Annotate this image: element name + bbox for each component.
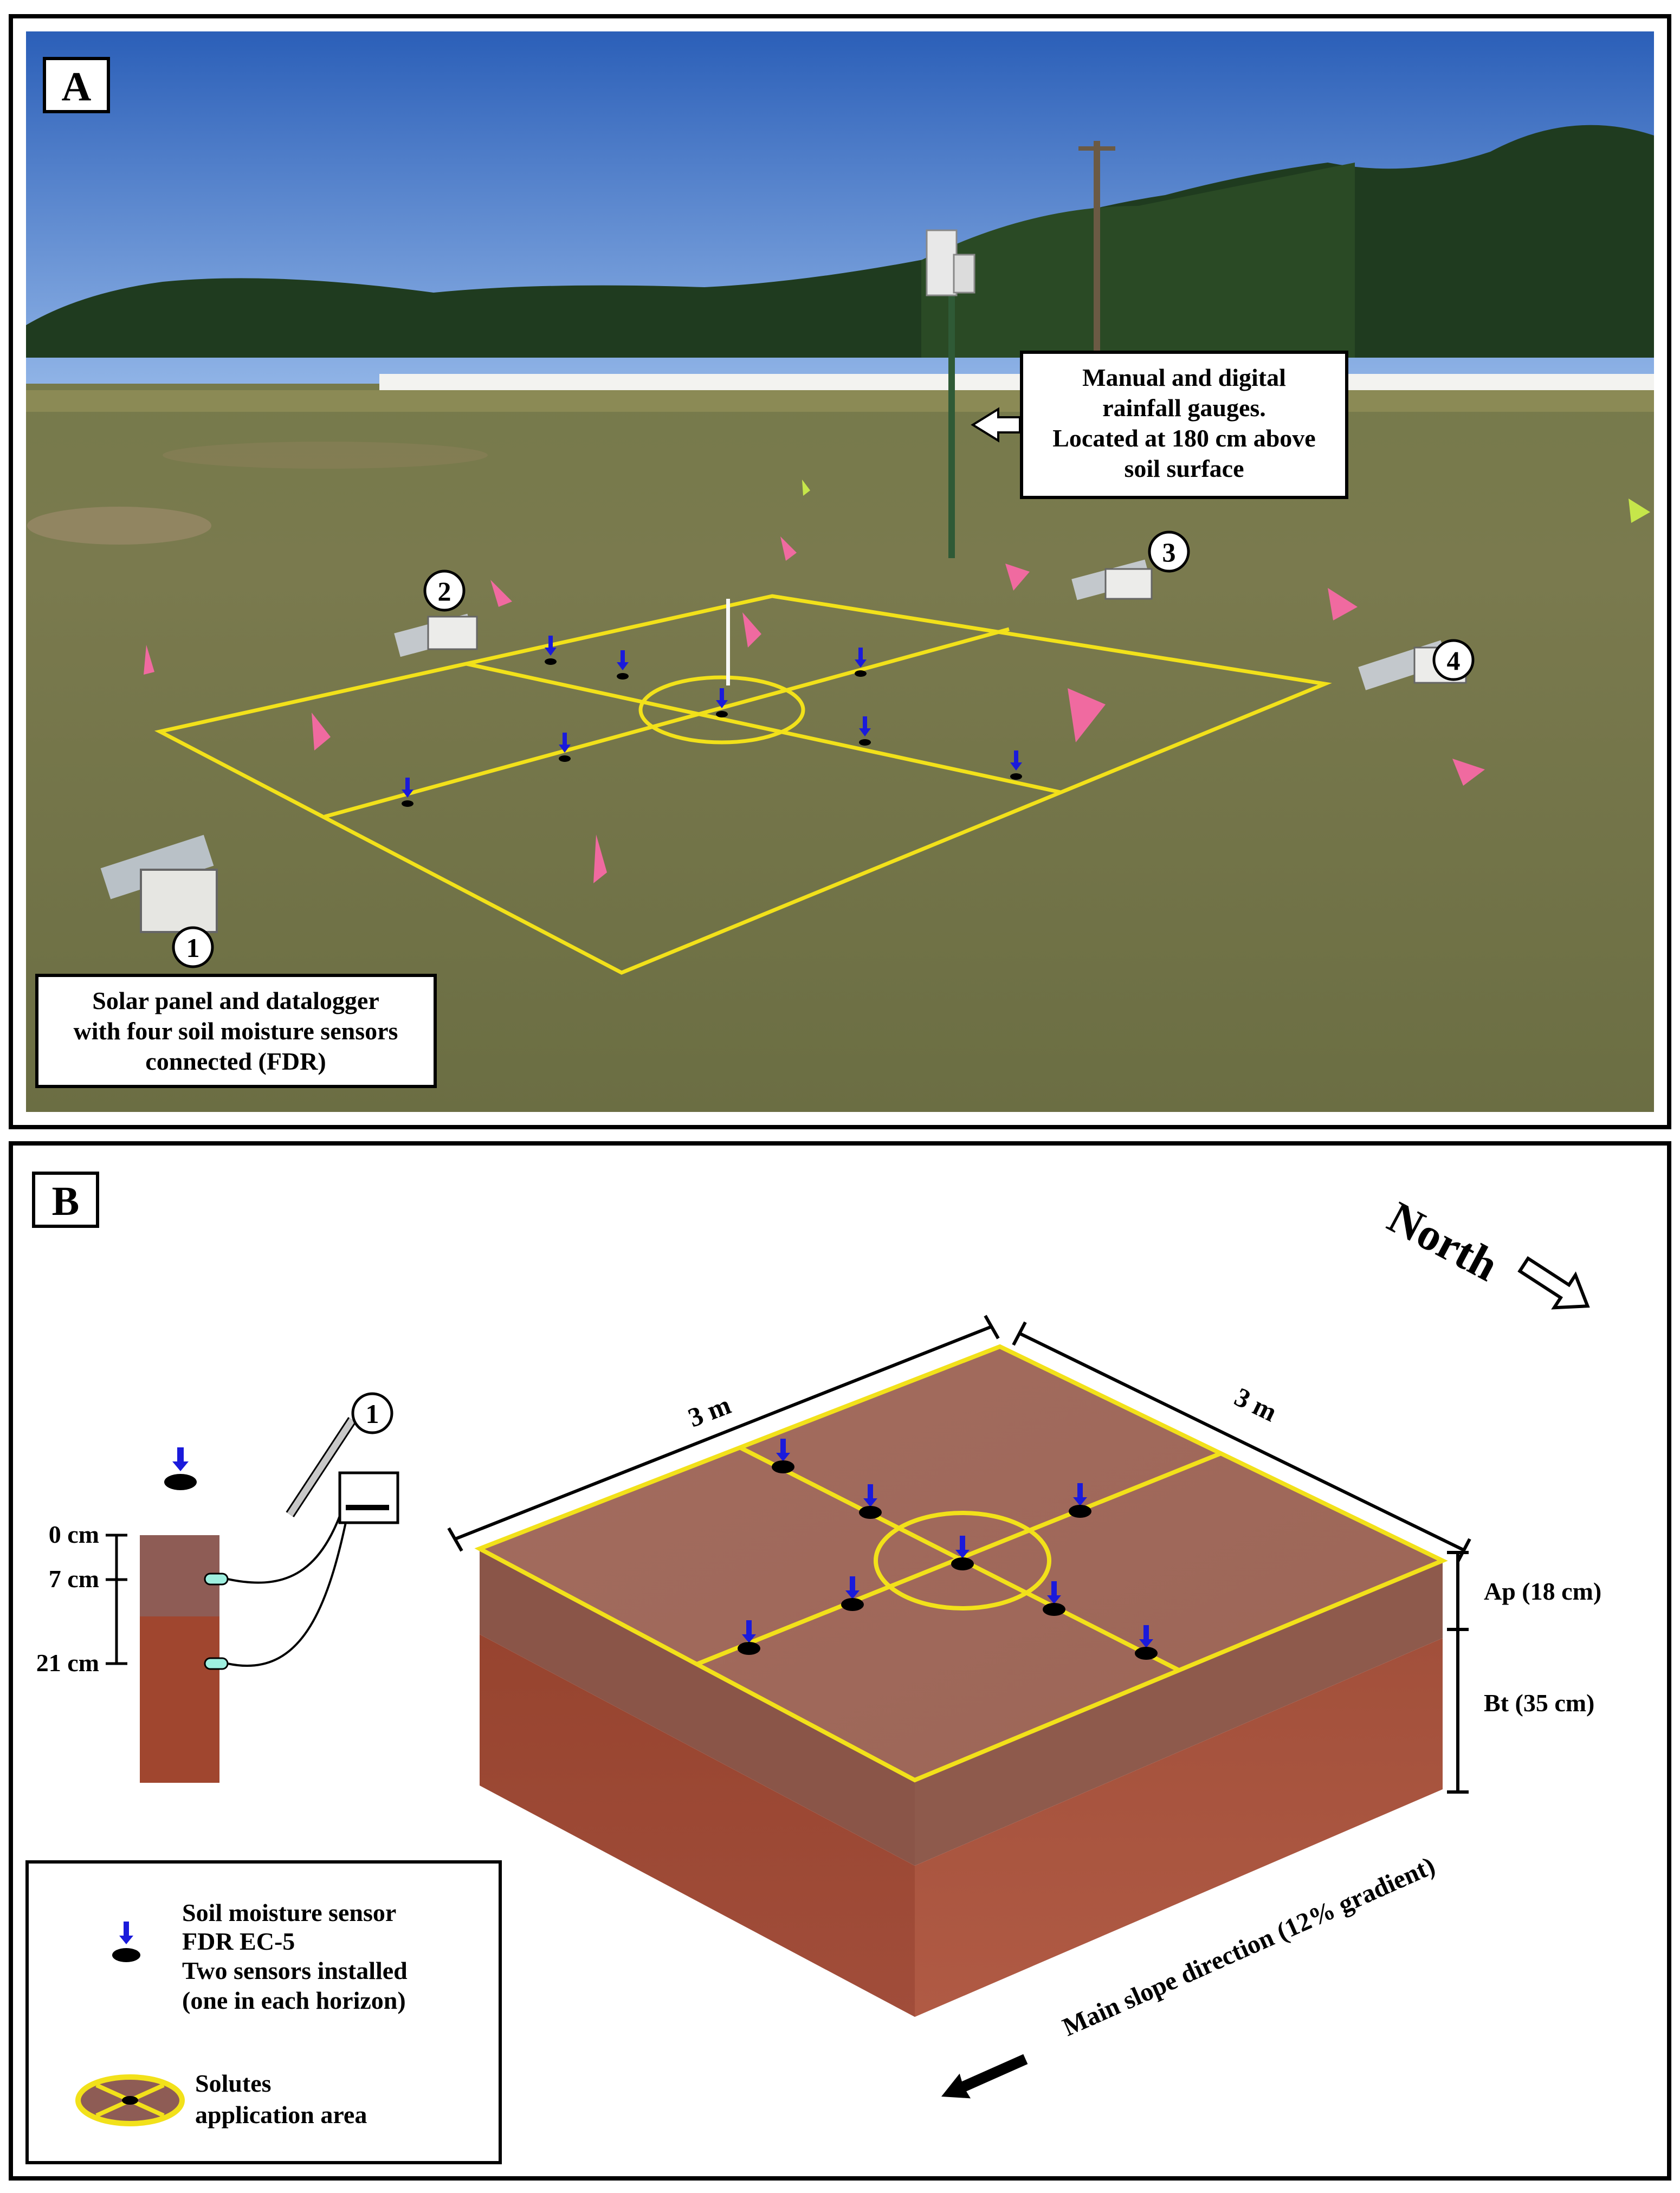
marker-3: 3	[1162, 537, 1176, 567]
horizon-bt-label: Bt (35 cm)	[1484, 1689, 1594, 1717]
svg-text:rainfall gauges.: rainfall gauges.	[1102, 394, 1266, 422]
plot-grid	[474, 1344, 1448, 1783]
panel-a: A 1 2 3 4 Manual and digital rainfall ga…	[9, 14, 1671, 1129]
svg-text:(one in each horizon): (one in each horizon)	[182, 1987, 406, 2014]
rain-gauge-mast	[948, 255, 955, 558]
utility-pole	[1094, 141, 1100, 358]
panel-b: B North	[9, 1141, 1671, 2181]
svg-text:Two sensors installed: Two sensors installed	[182, 1957, 408, 1984]
fence	[379, 374, 1654, 390]
bt-left-face	[480, 1634, 915, 2017]
svg-text:Solar panel and datalogger: Solar panel and datalogger	[92, 987, 379, 1014]
dimension-lines	[447, 1315, 1471, 1794]
panel-a-label-box	[43, 57, 110, 113]
panel-b-label: B	[52, 1179, 80, 1224]
svg-text:Solutes: Solutes	[195, 2069, 272, 2097]
block-sensors	[738, 1439, 1158, 1660]
ap-right-face	[915, 1561, 1443, 1866]
svg-text:application area: application area	[195, 2101, 367, 2129]
marker-pole	[726, 599, 730, 685]
callout-datalogger: Solar panel and datalogger with four soi…	[35, 974, 437, 1088]
depth-21: 21 cm	[36, 1649, 99, 1677]
depth-7: 7 cm	[49, 1565, 99, 1593]
survey-flags	[144, 536, 1485, 883]
bt-right-face	[915, 1638, 1443, 2017]
datalogger-icon	[338, 1471, 399, 1524]
profile-sensor-icon	[164, 1447, 197, 1490]
svg-text:Located at 180 cm above: Located at 180 cm above	[1052, 424, 1315, 452]
marker-1: 1	[186, 933, 200, 963]
rain-gauge	[926, 229, 958, 296]
soil-profile: 0 cm 7 cm 21 cm 1	[36, 1392, 399, 1783]
horizon-ap-label: Ap (18 cm)	[1484, 1577, 1601, 1605]
callout-arrow	[971, 407, 1021, 443]
probe-bt	[204, 1657, 229, 1670]
svg-text:connected (FDR): connected (FDR)	[145, 1047, 326, 1075]
svg-text:FDR EC-5: FDR EC-5	[182, 1927, 295, 1955]
slope-arrow-icon	[941, 2054, 1028, 2099]
probe-ap	[204, 1573, 229, 1586]
panel-a-label: A	[62, 64, 92, 109]
marker-4: 4	[1447, 645, 1461, 676]
panel-b-label-box	[32, 1172, 99, 1228]
datalogger-2	[394, 613, 478, 657]
photo-markers: 1 2 3 4	[172, 531, 1475, 968]
profile-marker-1: 1	[366, 1399, 379, 1429]
svg-text:Manual and digital: Manual and digital	[1082, 364, 1286, 391]
photo-sensors	[402, 636, 1022, 807]
depth-0: 0 cm	[49, 1521, 99, 1548]
svg-text:soil surface: soil surface	[1124, 455, 1244, 482]
datalogger-1	[100, 834, 218, 933]
field-photo	[26, 31, 1654, 1112]
legend: Soil moisture sensor FDR EC-5 Two sensor…	[25, 1860, 502, 2164]
ap-left-face	[480, 1549, 915, 1866]
svg-text:with four soil moisture sensor: with four soil moisture sensors	[74, 1017, 398, 1045]
profile-bt	[140, 1616, 219, 1783]
north-arrow-icon	[1517, 1256, 1590, 1310]
callout-rain-gauges: Manual and digital rainfall gauges. Loca…	[971, 351, 1348, 499]
legend-solutes-icon	[75, 2074, 185, 2126]
plot-outline	[154, 594, 1332, 975]
svg-text:Soil moisture sensor: Soil moisture sensor	[182, 1899, 396, 1926]
datalogger-3	[1071, 559, 1153, 600]
legend-sensor-icon	[112, 1922, 140, 1962]
marker-2: 2	[438, 576, 451, 606]
